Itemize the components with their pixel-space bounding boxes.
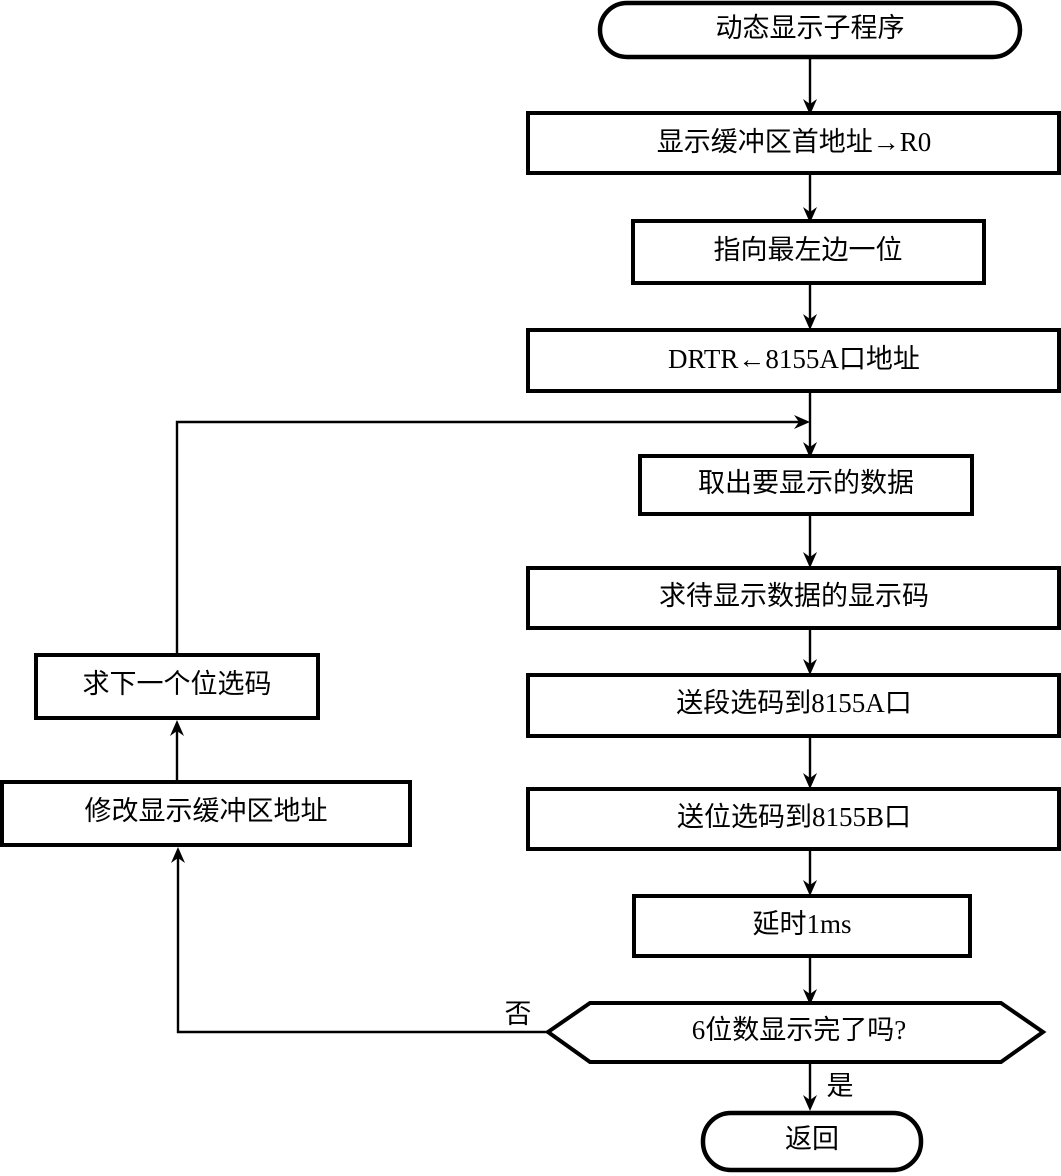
arrowhead-make-code bbox=[803, 552, 817, 568]
node-drtr-addr: DRTR←8155A口地址 bbox=[526, 328, 1061, 393]
next-bitcode-label: 求下一个位选码 bbox=[83, 669, 272, 699]
start-terminal-shape bbox=[597, 0, 1023, 60]
make-code-label: 求待显示数据的显示码 bbox=[659, 581, 929, 611]
node-init-buffer: 显示缓冲区首地址→R0 bbox=[526, 111, 1061, 175]
point-leftmost-label: 指向最左边一位 bbox=[714, 235, 903, 265]
return-terminal-shape bbox=[700, 1110, 924, 1173]
connector-layer bbox=[170, 57, 817, 1111]
arrowhead-delay bbox=[803, 880, 817, 896]
arrowhead-next-bitcode bbox=[170, 720, 184, 736]
return-label: 返回 bbox=[785, 1124, 839, 1154]
node-send-seg: 送段选码到8155A口 bbox=[526, 673, 1061, 738]
next-bitcode-shape bbox=[34, 653, 320, 720]
node-make-code: 求待显示数据的显示码 bbox=[526, 566, 1061, 630]
delay-shape bbox=[632, 894, 972, 958]
node-point-leftmost: 指向最左边一位 bbox=[631, 219, 986, 285]
decision-label: 6位数显示完了吗? bbox=[692, 1015, 906, 1045]
arrowhead-loopback-merge bbox=[794, 415, 810, 429]
node-decision: 6位数显示完了吗? bbox=[544, 1001, 1047, 1064]
start-label: 动态显示子程序 bbox=[716, 13, 905, 43]
send-seg-shape bbox=[526, 673, 1061, 738]
edge-loopback-to-main-trunk bbox=[175, 420, 803, 655]
arrowhead-decision bbox=[803, 989, 817, 1005]
node-delay: 延时1ms bbox=[632, 894, 972, 958]
node-send-bit: 送位选码到8155B口 bbox=[526, 787, 1061, 851]
make-code-shape bbox=[526, 566, 1061, 630]
init-buffer-label: 显示缓冲区首地址→R0 bbox=[657, 127, 932, 157]
arrowhead-init-buffer bbox=[803, 99, 817, 115]
arrowhead-drtr bbox=[803, 314, 817, 330]
update-buffer-shape bbox=[0, 780, 412, 847]
arrowhead-update-buffer bbox=[171, 847, 185, 863]
node-return: 返回 bbox=[700, 1110, 924, 1173]
arrowhead-return bbox=[803, 1095, 817, 1111]
point-leftmost-shape bbox=[631, 219, 986, 285]
arrowhead-send-seg bbox=[803, 659, 817, 675]
arrowhead-send-bit bbox=[803, 773, 817, 789]
init-buffer-shape bbox=[526, 111, 1061, 175]
drtr-addr-shape bbox=[526, 328, 1061, 393]
node-start: 动态显示子程序 bbox=[597, 0, 1023, 60]
edge-label-no: 否 bbox=[505, 999, 532, 1029]
delay-label: 延时1ms bbox=[752, 909, 851, 939]
decision-shape bbox=[544, 1001, 1047, 1064]
node-update-buffer: 修改显示缓冲区地址 bbox=[0, 780, 412, 847]
edge-label-yes: 是 bbox=[827, 1071, 854, 1101]
node-fetch-data: 取出要显示的数据 bbox=[638, 454, 974, 516]
fetch-data-label: 取出要显示的数据 bbox=[698, 468, 914, 498]
node-next-bitcode: 求下一个位选码 bbox=[34, 653, 320, 720]
fetch-data-shape bbox=[638, 454, 974, 516]
update-buffer-label: 修改显示缓冲区地址 bbox=[85, 796, 328, 826]
send-bit-label: 送位选码到8155B口 bbox=[677, 802, 911, 832]
arrowhead-point-leftmost bbox=[803, 207, 817, 223]
arrowhead-fetch-data bbox=[803, 442, 817, 458]
send-bit-shape bbox=[526, 787, 1061, 851]
send-seg-label: 送段选码到8155A口 bbox=[676, 688, 912, 718]
edge-decision-no-to-update-buffer bbox=[176, 856, 548, 1034]
drtr-addr-label: DRTR←8155A口地址 bbox=[668, 344, 920, 374]
